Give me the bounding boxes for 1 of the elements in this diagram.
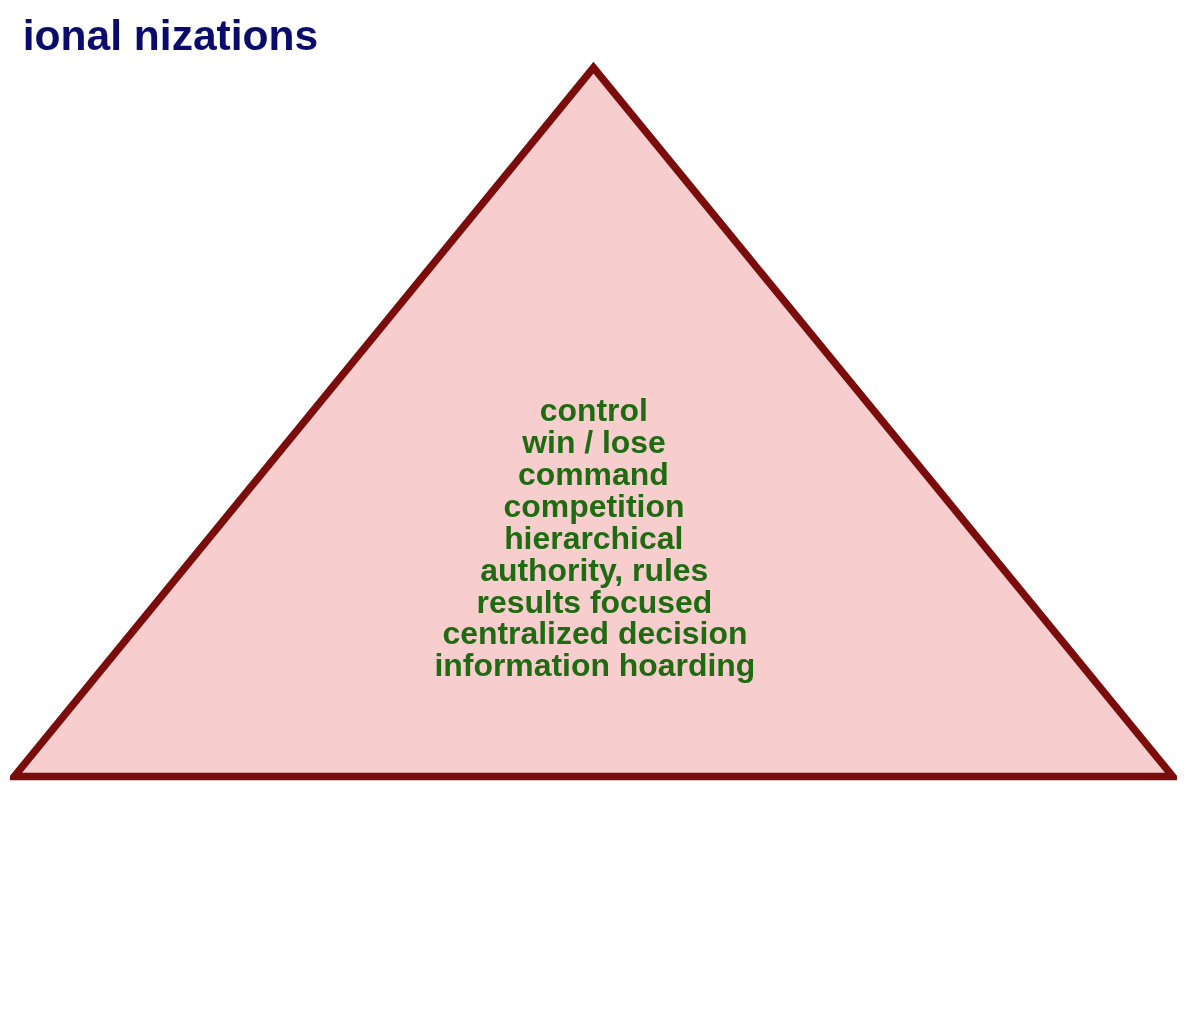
diagram-title: ional nizations: [22, 10, 318, 59]
